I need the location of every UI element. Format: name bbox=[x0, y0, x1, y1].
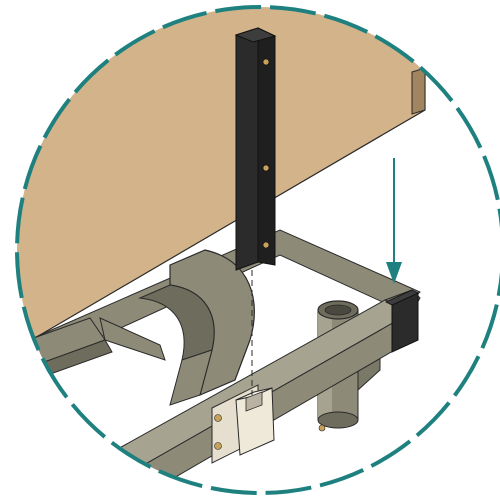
insert-direction-arrow bbox=[386, 158, 402, 284]
frame-crossbar bbox=[99, 317, 166, 361]
detail-callout-border bbox=[15, 5, 500, 495]
wood-panel-edge bbox=[411, 67, 426, 115]
frame-tube-down bbox=[169, 349, 213, 406]
black-square-post bbox=[234, 27, 277, 271]
frame-tube-curve-shade bbox=[138, 284, 215, 361]
square-socket-bracket bbox=[211, 384, 275, 464]
wood-panel bbox=[17, 7, 426, 356]
